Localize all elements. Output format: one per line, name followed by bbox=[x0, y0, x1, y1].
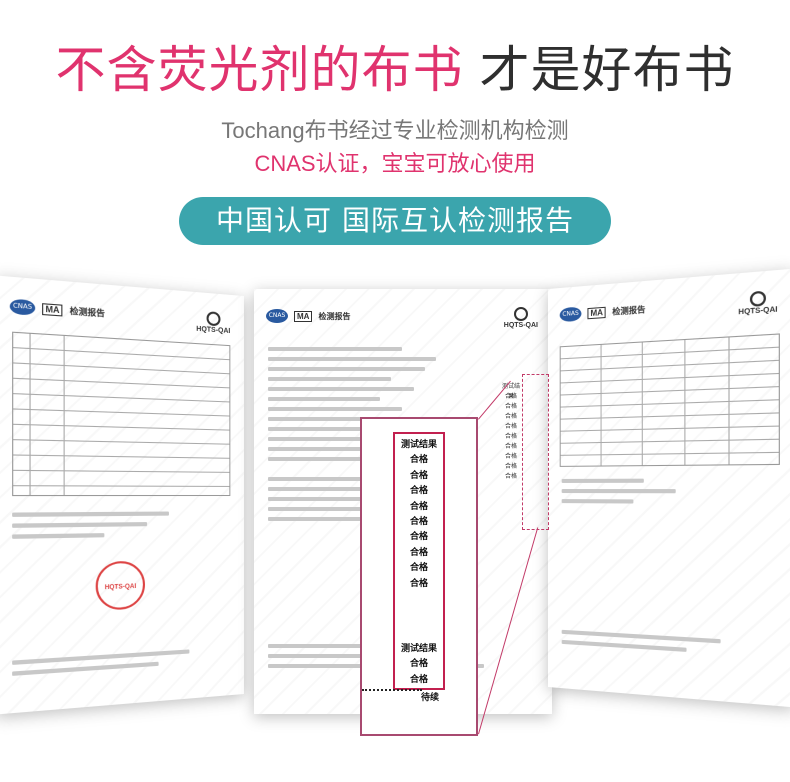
callout-result: 合格 bbox=[409, 470, 428, 481]
callout-result: 合格 bbox=[409, 455, 428, 466]
report-text-lines bbox=[12, 511, 230, 545]
mini-result: 合格 bbox=[504, 433, 517, 440]
callout-header: 测试结果 bbox=[400, 440, 437, 450]
report-center-lines bbox=[268, 347, 492, 527]
callout-result: 合格 bbox=[409, 516, 428, 527]
callout-result: 合格 bbox=[409, 674, 428, 685]
hqts-label-right: HQTS-QAI bbox=[738, 306, 778, 317]
ma-logo-icon: MA bbox=[294, 310, 313, 322]
callout-result: 合格 bbox=[409, 563, 428, 574]
hqts-q-icon bbox=[749, 290, 766, 307]
headline-dark: 才是好布书 bbox=[479, 41, 735, 99]
hqts-label: HQTS-QAI bbox=[196, 325, 231, 336]
ma-logo-icon: MA bbox=[42, 302, 63, 316]
hqts-logo: HQTS-QAI bbox=[196, 310, 230, 335]
mini-result: 合格 bbox=[504, 453, 517, 460]
mini-results-column: 测试结果 合格 合格 合格 合格 合格 合格 合格 合格 合格 bbox=[500, 382, 522, 482]
report-page-right: CNAS MA 检测报告 HQTS-QAI bbox=[548, 268, 790, 708]
headline-pink: 不含荧光剂的布书 bbox=[55, 41, 464, 99]
dotted-divider bbox=[362, 689, 422, 691]
mini-result: 合格 bbox=[504, 403, 517, 410]
report-title-right: 检测报告 bbox=[612, 304, 646, 317]
hqts-logo-center: HQTS-QAI bbox=[504, 307, 538, 329]
report-logos-center: CNAS MA 检测报告 bbox=[266, 309, 350, 323]
mini-header: 测试结果 bbox=[501, 383, 520, 400]
mini-result: 合格 bbox=[504, 473, 517, 480]
report-logos-right: CNAS MA 检测报告 bbox=[559, 302, 646, 323]
headline: 不含荧光剂的布书才是好布书 bbox=[0, 38, 790, 102]
zoom-callout-inner bbox=[393, 432, 445, 690]
mini-result: 合格 bbox=[504, 423, 517, 430]
cnas-logo-icon: CNAS bbox=[559, 306, 582, 323]
callout-result: 合格 bbox=[409, 547, 428, 558]
callout-result: 合格 bbox=[409, 578, 428, 589]
zoom-source-box bbox=[522, 374, 549, 530]
hqts-label-center: HQTS-QAI bbox=[503, 322, 538, 329]
cnas-logo-icon: CNAS bbox=[9, 298, 36, 316]
report-result-table bbox=[559, 333, 780, 467]
mini-result: 合格 bbox=[504, 443, 517, 450]
report-right-lines bbox=[561, 478, 778, 511]
mini-result: 合格 bbox=[504, 413, 517, 420]
mini-result: 合格 bbox=[504, 393, 517, 400]
report-logos: CNAS MA 检测报告 bbox=[9, 298, 105, 321]
report-footer-lines bbox=[12, 647, 230, 683]
hqts-q-icon bbox=[206, 311, 221, 327]
subtitle-cnas: CNAS认证，宝宝可放心使用 bbox=[254, 151, 536, 176]
report-title-center: 检测报告 bbox=[318, 311, 351, 321]
callout-header-2: 测试结果 bbox=[400, 644, 437, 654]
callout-result: 合格 bbox=[409, 659, 428, 670]
callout-results-top: 测试结果 合格 合格 合格 合格 合格 合格 合格 合格 合格 bbox=[393, 438, 445, 592]
report-info-table bbox=[12, 331, 231, 497]
report-right-footer bbox=[561, 629, 778, 665]
hqts-q-icon bbox=[513, 307, 528, 321]
report-title: 检测报告 bbox=[69, 305, 105, 318]
ma-logo-icon: MA bbox=[587, 306, 607, 319]
hqts-logo-right: HQTS-QAI bbox=[738, 290, 778, 317]
certification-pill: 中国认可 国际互认检测报告 bbox=[179, 197, 611, 245]
mini-result: 合格 bbox=[504, 463, 517, 470]
callout-result: 合格 bbox=[409, 486, 428, 497]
subtitle-brand: Tochang布书经过专业检测机构检测 bbox=[221, 118, 569, 143]
callout-results-bottom: 测试结果 合格 合格 bbox=[393, 642, 445, 688]
callout-result: 合格 bbox=[409, 501, 428, 512]
official-stamp: HQTS-QAI bbox=[95, 560, 145, 611]
callout-tail: 待续 bbox=[421, 693, 440, 703]
callout-result: 合格 bbox=[409, 532, 428, 543]
report-page-left: CNAS MA 检测报告 HQTS-QAI HQTS-QAI bbox=[0, 275, 245, 715]
cnas-logo-icon: CNAS bbox=[266, 309, 288, 323]
